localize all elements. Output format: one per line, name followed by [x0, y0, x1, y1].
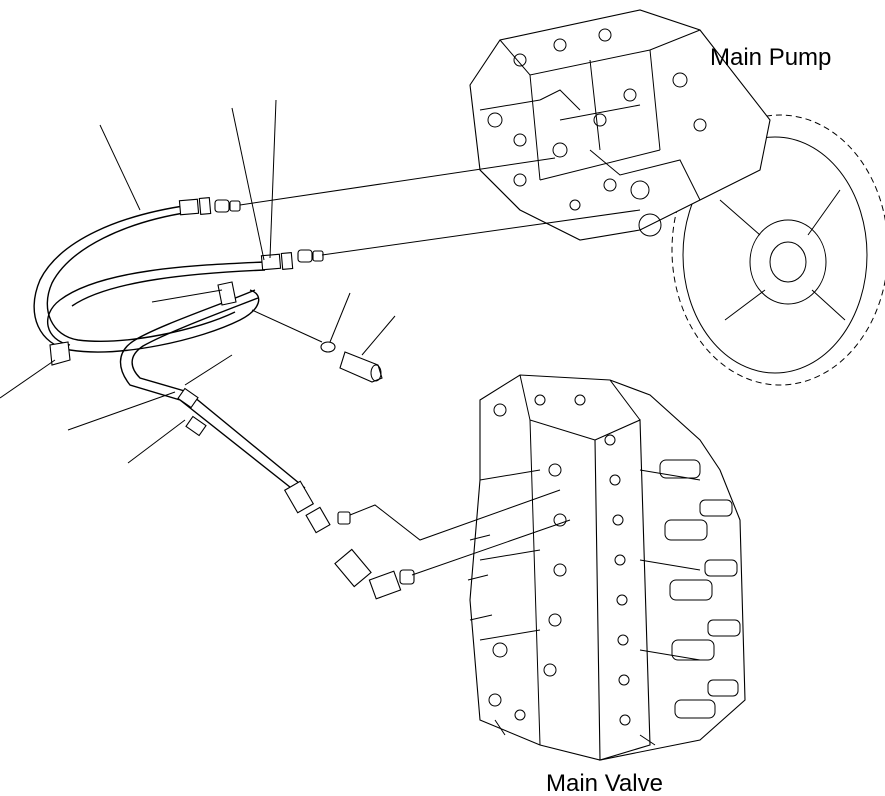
- valve-spools: [659, 459, 741, 719]
- adapters: [214, 199, 415, 585]
- pump-flywheel-ring: [682, 136, 868, 374]
- connection-line-pump-2: [321, 209, 641, 256]
- valve-body-edges: [479, 374, 701, 746]
- washer: [320, 341, 336, 353]
- valve-center-column: [594, 419, 651, 761]
- leader-line-1: [99, 124, 141, 211]
- hose-end-fittings: [177, 196, 402, 600]
- main-valve-label: Main Valve: [546, 770, 663, 796]
- bolt-head: [370, 364, 382, 382]
- main-pump-assembly: [469, 9, 885, 386]
- main-pump-label: Main Pump: [710, 44, 832, 71]
- leader-line-7: [151, 289, 223, 303]
- clamp-bracket-left: [49, 341, 71, 366]
- pump-hub: [749, 219, 827, 305]
- bolt: [339, 351, 383, 383]
- leader-line-2: [231, 107, 265, 261]
- second-hose-inner: [71, 269, 266, 307]
- leader-line-6: [127, 419, 186, 464]
- leader-line-11: [251, 309, 323, 343]
- leader-line-3: [269, 99, 277, 259]
- pump-details: [479, 89, 701, 211]
- valve-fittings: [467, 534, 656, 746]
- connection-line-pump-1: [239, 157, 556, 206]
- leader-line-10: [361, 315, 396, 356]
- leader-lines: [0, 99, 396, 464]
- leader-line-4: [0, 359, 56, 399]
- pump-body-edges: [479, 29, 701, 181]
- lower-hose-outer: [119, 289, 301, 496]
- leader-line-8: [184, 354, 233, 386]
- hose-assembly: [33, 196, 415, 600]
- pump-hub-center: [769, 241, 807, 283]
- bolt-and-washer: [320, 341, 383, 383]
- pump-bolts: [487, 28, 707, 237]
- clamp-bracket-center: [217, 281, 237, 306]
- connection-lines: [239, 157, 641, 576]
- main-valve-assembly: [467, 374, 746, 761]
- upper-hose-outer: [33, 204, 260, 353]
- connection-line-valve-1: [349, 489, 561, 541]
- second-hose-outer: [47, 261, 266, 346]
- leader-line-5: [67, 391, 176, 431]
- pump-spokes: [719, 189, 846, 321]
- upper-hose-inner: [46, 211, 236, 342]
- valve-bolts: [488, 394, 631, 726]
- leader-line-9: [329, 292, 351, 343]
- connection-line-valve-2: [411, 519, 571, 576]
- pump-flywheel-outline: [671, 114, 885, 386]
- lower-hose-inner: [131, 297, 306, 489]
